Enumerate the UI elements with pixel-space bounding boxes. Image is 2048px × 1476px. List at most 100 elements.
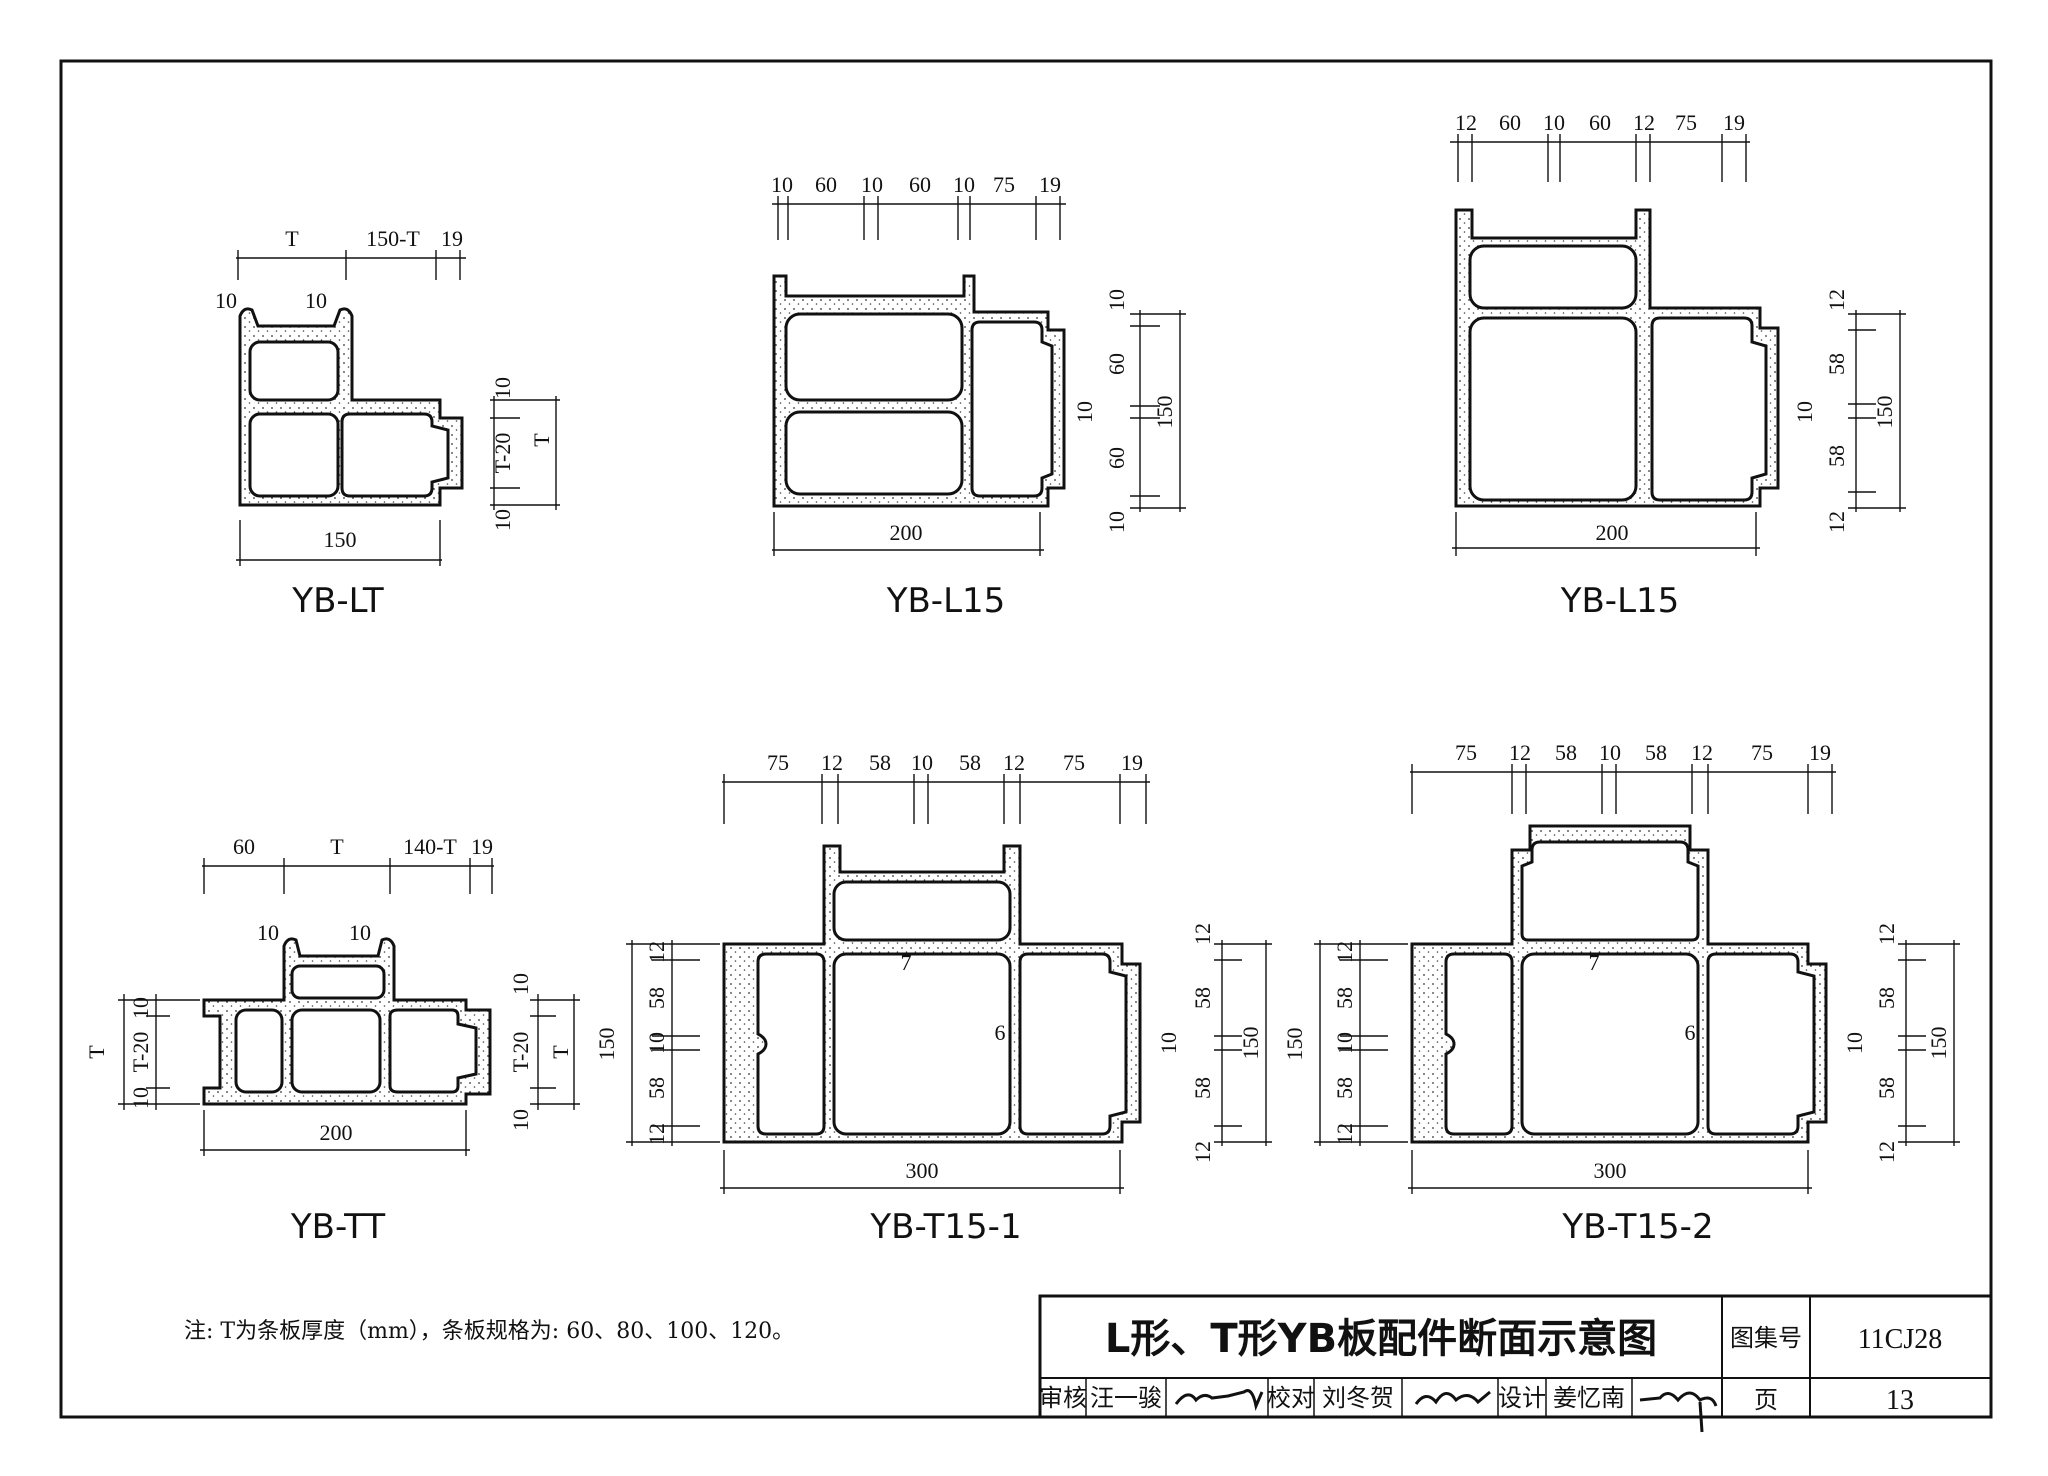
- yb-tt-dim-top-1: T: [330, 834, 344, 859]
- yb-t15-2-dim-top-7: 19: [1809, 740, 1831, 765]
- yb-tt-lip-left: 10: [257, 920, 279, 945]
- yb-t15-1-dim-left-1: 12: [644, 941, 669, 963]
- yb-l15b-dim-right-5: 150: [1872, 396, 1897, 429]
- yb-l15b-dim-top-5: 75: [1675, 110, 1697, 135]
- yb-lt-dim-top-2: 19: [441, 226, 463, 251]
- yb-tt-dim-top-0: 60: [233, 834, 255, 859]
- yb-lt-dim-right-0: 10: [490, 377, 515, 399]
- check-label: 校对: [1267, 1384, 1315, 1412]
- yb-tt-dim-top-3: 19: [471, 834, 493, 859]
- yb-t15-1-dim-top-7: 19: [1121, 750, 1143, 775]
- yb-l15a-dim-right-0: 10: [1104, 289, 1129, 311]
- yb-tt-dim-left-0: T: [84, 1045, 109, 1059]
- yb-t15-1-label: YB-T15-1: [869, 1207, 1021, 1247]
- yb-l15a-dim-right-4: 10: [1104, 511, 1129, 533]
- yb-t15-2-dim-left-3: 10: [1332, 1032, 1357, 1054]
- yb-t15-1-dim-top-0: 75: [767, 750, 789, 775]
- yb-t15-2-dim-top-2: 58: [1555, 740, 1577, 765]
- yb-t15-1-dim-right-0: 12: [1190, 923, 1215, 945]
- yb-t15-2-dim-top-3: 10: [1599, 740, 1621, 765]
- yb-l15b-label: YB-L15: [1560, 581, 1680, 621]
- yb-t15-1-dim-right-3: 58: [1190, 1077, 1215, 1099]
- yb-lt-dim-right-3: T: [529, 433, 554, 447]
- yb-t15-1-dim-right-4: 12: [1190, 1141, 1215, 1163]
- yb-tt-dim-right-0: 10: [508, 973, 533, 995]
- sheet-frame: [59, 59, 1993, 1419]
- yb-l15a-label: YB-L15: [886, 581, 1006, 621]
- yb-t15-1-inner-1: 6: [995, 1020, 1006, 1045]
- yb-l15b-dim-right-0: 12: [1824, 289, 1849, 311]
- yb-l15a-dim-right-3: 60: [1104, 447, 1129, 469]
- yb-lt-lip-left: 10: [215, 288, 237, 313]
- yb-t15-2-dim-top-4: 58: [1645, 740, 1667, 765]
- yb-t15-1-dim-left-5: 12: [644, 1123, 669, 1145]
- yb-l15b-dim-top-2: 10: [1543, 110, 1565, 135]
- yb-lt-dim-top-0: T: [285, 226, 299, 251]
- yb-tt-dim-top-2: 140-T: [403, 834, 457, 859]
- checker-signature: [1414, 1390, 1491, 1405]
- yb-tt-dim-left-3: 10: [128, 1087, 153, 1109]
- yb-t15-2-dim-top-1: 12: [1509, 740, 1531, 765]
- yb-l15b-dim-top-6: 19: [1723, 110, 1745, 135]
- reviewer-signature: [1174, 1389, 1264, 1412]
- yb-l15a-dim-top-0: 10: [771, 172, 793, 197]
- yb-t15-1-dim-top-4: 58: [959, 750, 981, 775]
- yb-l15b-dim-right-3: 58: [1824, 445, 1849, 467]
- reviewer-name: 汪一骏: [1090, 1384, 1162, 1412]
- yb-t15-1-dim-right-1: 58: [1190, 987, 1215, 1009]
- yb-l15a-dim-top-3: 60: [909, 172, 931, 197]
- yb-l15a-dim-bottom: 200: [890, 520, 923, 545]
- yb-l15b-dim-top-1: 60: [1499, 110, 1521, 135]
- title-block: L形、T形YB板配件断面示意图 图集号 11CJ28 审核 汪一骏 校对 刘冬贺…: [1038, 1294, 1993, 1433]
- designer-signature: [1639, 1391, 1718, 1433]
- yb-l15b-dim-right-4: 12: [1824, 511, 1849, 533]
- yb-lt-label: YB-LT: [291, 581, 384, 621]
- yb-t15-2-dim-top-6: 75: [1751, 740, 1773, 765]
- yb-tt-dim-right-3: T: [548, 1045, 573, 1059]
- yb-lt-dim-top-1: 150-T: [366, 226, 420, 251]
- yb-t15-1-dim-top-6: 75: [1063, 750, 1085, 775]
- drawing-title: L形、T形YB板配件断面示意图: [1105, 1316, 1657, 1362]
- yb-t15-2-dim-right-1: 58: [1874, 987, 1899, 1009]
- yb-t15-1-inner-0: 7: [901, 950, 912, 975]
- yb-tt-dim-bottom: 200: [320, 1120, 353, 1145]
- yb-l15b-dim-bottom: 200: [1596, 520, 1629, 545]
- yb-t15-1-dim-top-1: 12: [821, 750, 843, 775]
- yb-lt-dim-right-1: T-20: [490, 433, 515, 474]
- yb-l15b-dim-top-3: 60: [1589, 110, 1611, 135]
- yb-lt-dim-right-2: 10: [490, 509, 515, 531]
- yb-tt-lip-right: 10: [349, 920, 371, 945]
- yb-t15-1-dim-left-4: 58: [644, 1077, 669, 1099]
- yb-l15a-dim-right-1: 60: [1104, 353, 1129, 375]
- diagram-yb-t15-1: 75 12 58 10 58 12 75 19 7 6 300 150 12 5…: [594, 750, 1272, 1247]
- yb-t15-2-dim-right-0: 12: [1874, 923, 1899, 945]
- yb-tt-dim-right-2: 10: [508, 1109, 533, 1131]
- yb-l15a-dim-top-4: 10: [953, 172, 975, 197]
- atlas-no-label: 图集号: [1730, 1324, 1802, 1352]
- yb-t15-2-dim-left-4: 58: [1332, 1077, 1357, 1099]
- yb-lt-lip-right: 10: [305, 288, 327, 313]
- page-number: 13: [1886, 1385, 1914, 1416]
- yb-t15-1-dim-top-2: 58: [869, 750, 891, 775]
- yb-t15-1-dim-right-2: 10: [1156, 1032, 1181, 1054]
- yb-t15-2-label: YB-T15-2: [1561, 1207, 1713, 1247]
- note-text: 注: T为条板厚度（mm），条板规格为: 60、80、100、120。: [184, 1319, 794, 1344]
- yb-tt-label: YB-TT: [290, 1207, 385, 1247]
- yb-lt-dim-bottom: 150: [324, 527, 357, 552]
- yb-tt-dim-left-1: 10: [128, 997, 153, 1019]
- yb-tt-dim-left-2: T-20: [128, 1032, 153, 1073]
- diagram-yb-t15-2: 75 12 58 10 58 12 75 19 7 6 300 150 12 5…: [1282, 740, 1960, 1247]
- diagram-yb-tt: 60 T 140-T 19 10 10 200 T 10 T-20 10 10 …: [84, 834, 580, 1247]
- yb-l15b-dim-right-1: 58: [1824, 353, 1849, 375]
- designer-name: 姜忆南: [1553, 1384, 1625, 1412]
- yb-t15-2-dim-left-2: 58: [1332, 987, 1357, 1009]
- yb-t15-2-dim-bottom: 300: [1594, 1158, 1627, 1183]
- diagram-yb-l15-a: 10 60 10 60 10 75 19 200 10 60 10 60 10 …: [771, 172, 1186, 621]
- diagram-yb-l15-b: 12 60 10 60 12 75 19 200 12 58 10 58 12 …: [1450, 110, 1906, 621]
- design-label: 设计: [1498, 1384, 1546, 1412]
- yb-l15a-dim-top-2: 10: [861, 172, 883, 197]
- yb-l15b-dim-top-4: 12: [1633, 110, 1655, 135]
- review-label: 审核: [1039, 1384, 1087, 1412]
- yb-t15-2-dim-right-5: 150: [1926, 1027, 1951, 1060]
- checker-name: 刘冬贺: [1322, 1384, 1394, 1412]
